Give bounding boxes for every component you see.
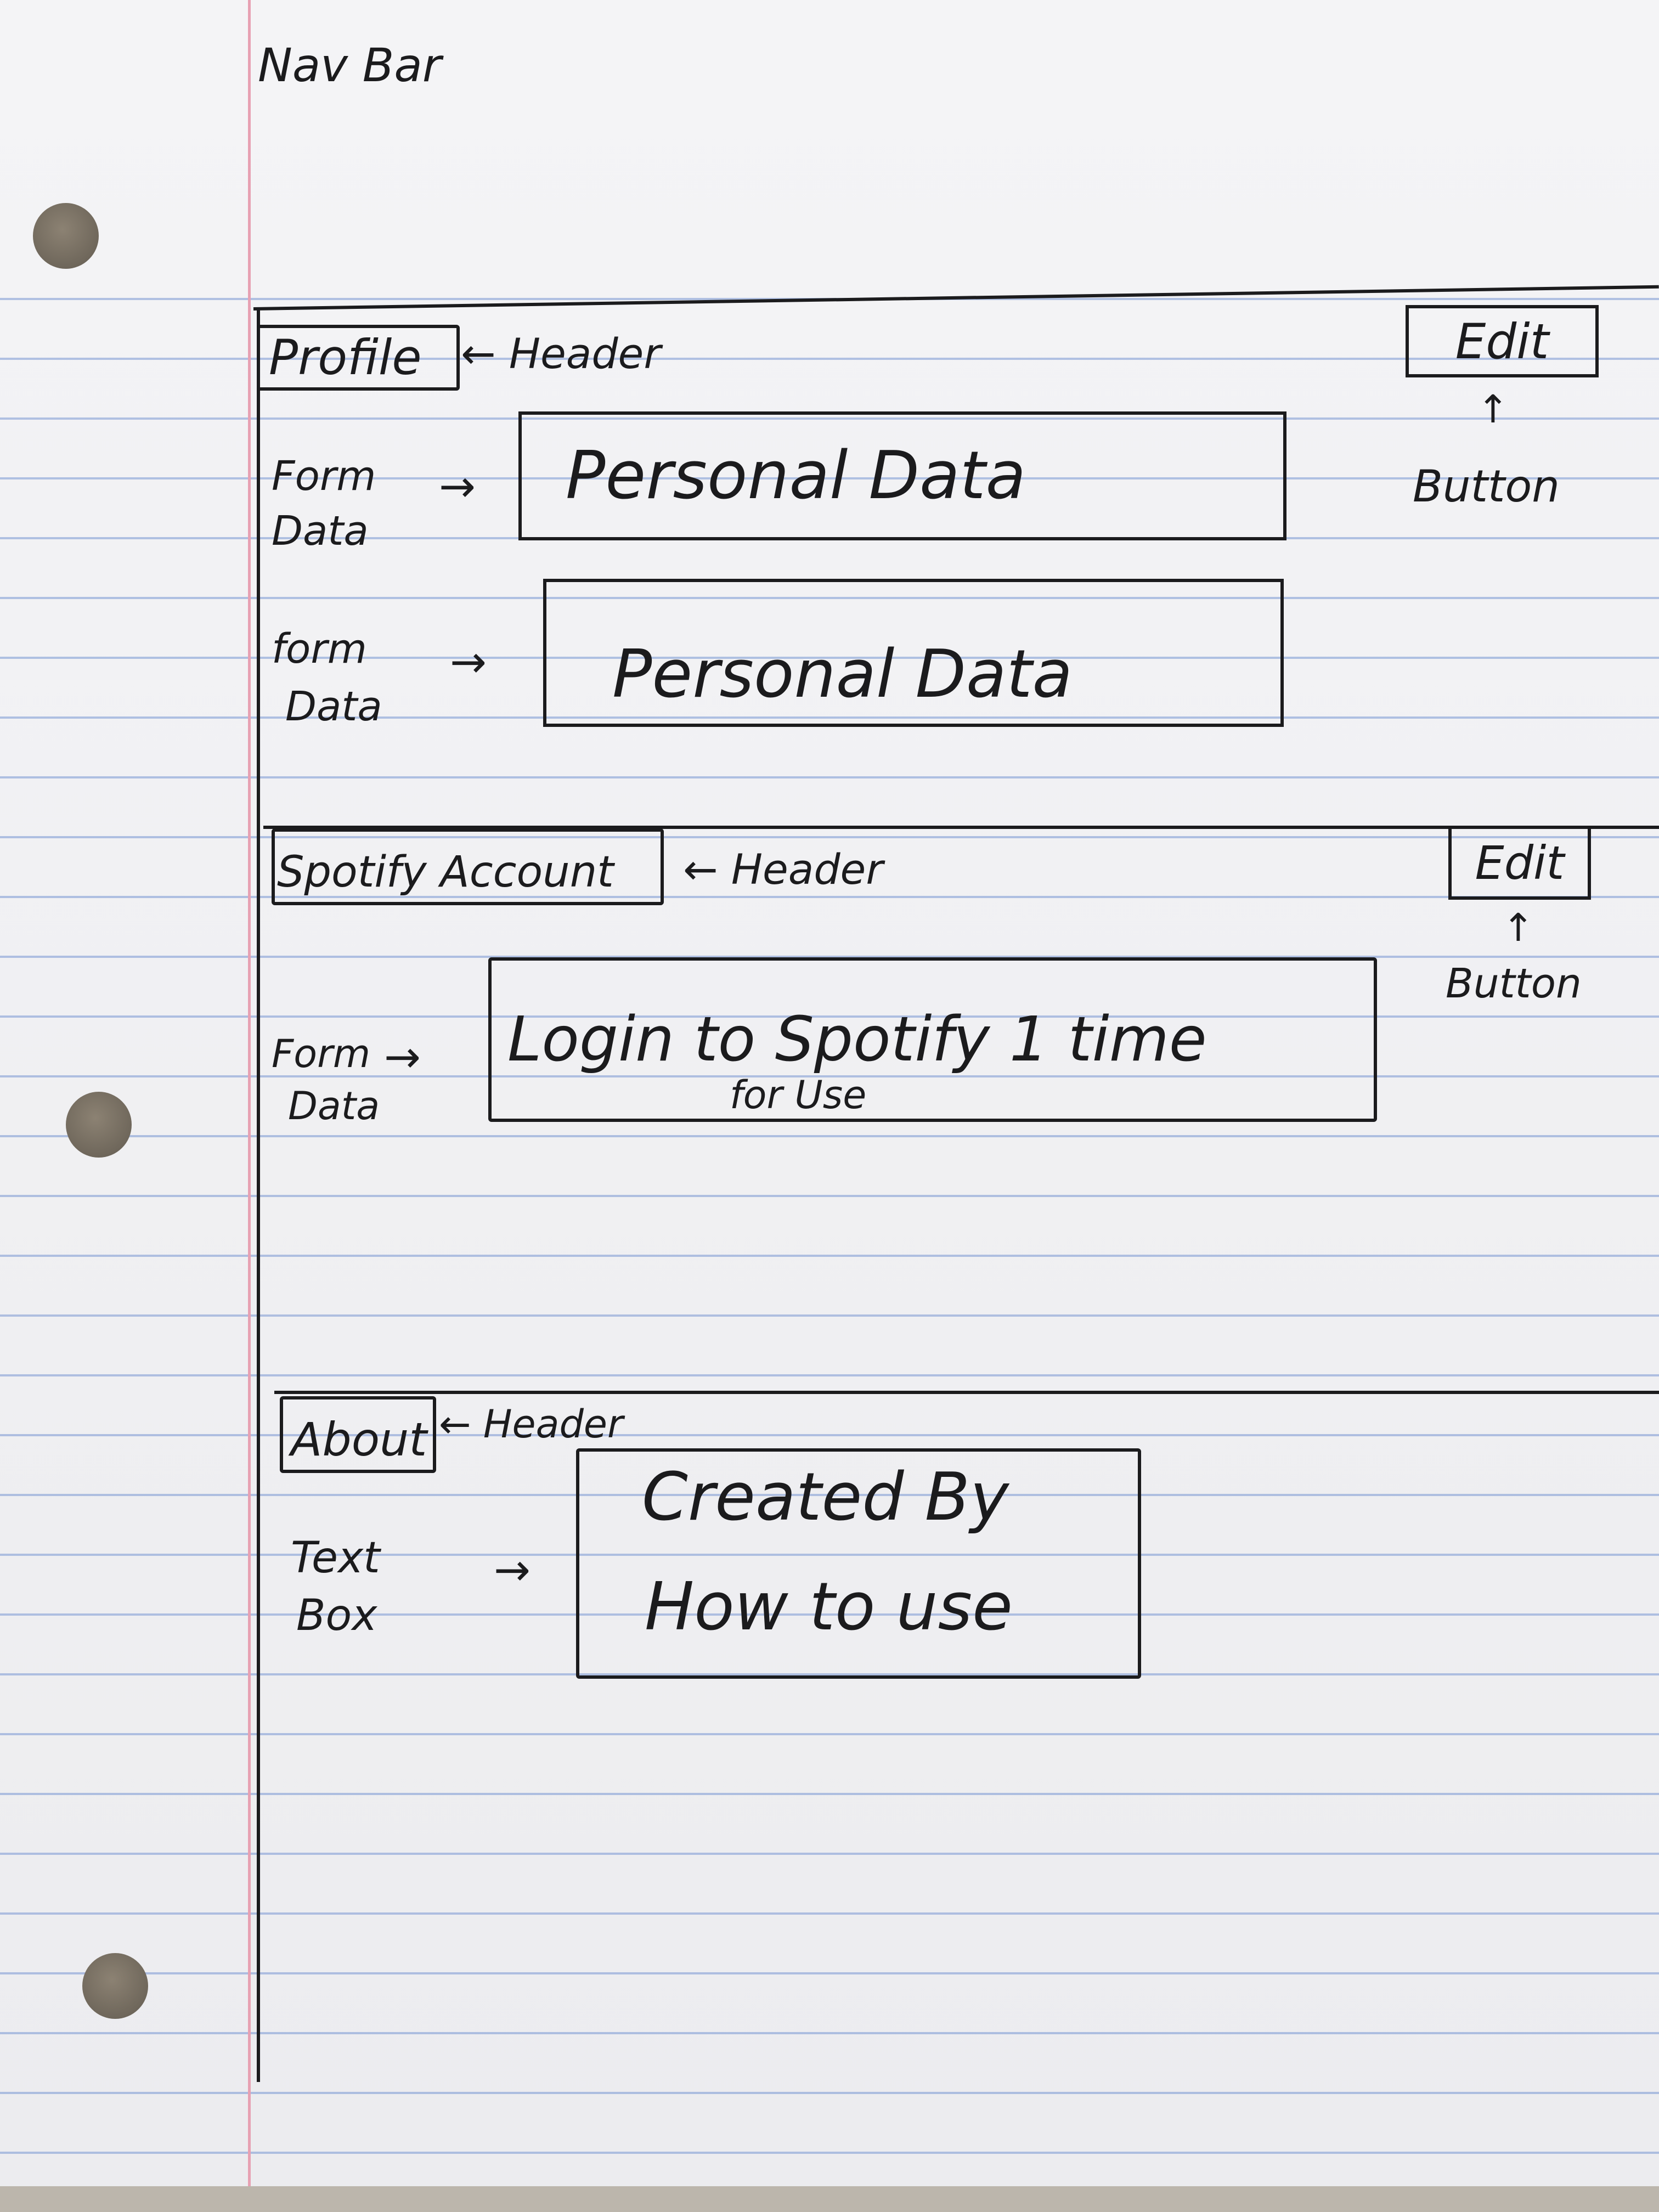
spotify-header-box	[272, 828, 664, 905]
profile-field-1-arrow-icon: →	[439, 461, 476, 512]
about-how-to-use: How to use	[645, 1569, 1013, 1645]
spotify-section-divider	[263, 826, 1659, 829]
spotify-edit-button[interactable]: Edit	[1448, 826, 1591, 900]
profile-field-1-label-line1: Form	[272, 453, 376, 500]
spotify-login-text: Login to Spotify 1 time	[507, 1004, 1207, 1075]
profile-button-note: Button	[1413, 461, 1560, 512]
about-created-by: Created By	[642, 1459, 1009, 1536]
profile-edit-button[interactable]: Edit	[1406, 305, 1599, 377]
content-left-border	[257, 310, 260, 2082]
about-section-divider	[274, 1391, 1659, 1394]
profile-header: Profile	[269, 329, 422, 386]
spotify-field-label-line1: Form	[272, 1031, 371, 1076]
profile-field-1-input[interactable]: Personal Data	[518, 411, 1286, 540]
binder-hole-top	[33, 203, 99, 269]
spotify-field-label-line2: Data	[288, 1084, 380, 1128]
profile-field-2-arrow-icon: →	[450, 636, 487, 687]
spotify-button-note: Button	[1446, 960, 1582, 1007]
about-header-note: ← Header	[439, 1402, 623, 1447]
profile-header-box	[257, 325, 460, 391]
binder-hole-middle	[66, 1092, 132, 1158]
binder-hole-bottom	[82, 1953, 148, 2019]
spotify-edit-arrow-icon: ↑	[1502, 905, 1534, 950]
about-header-box	[280, 1396, 436, 1473]
navbar-label: Nav Bar	[258, 38, 442, 92]
about-textbox-arrow-icon: →	[494, 1544, 531, 1595]
margin-line	[248, 0, 251, 2186]
spotify-header: Spotify Account	[277, 848, 614, 897]
about-textbox-label-line1: Text	[291, 1533, 380, 1583]
profile-field-2-input[interactable]: Personal Data	[543, 579, 1284, 727]
spotify-header-note: ← Header	[683, 845, 883, 894]
profile-field-2-label-line2: Data	[285, 683, 382, 730]
spotify-login-field[interactable]	[488, 957, 1377, 1122]
about-textbox-label-line2: Box	[296, 1591, 377, 1640]
profile-field-1-label-line2: Data	[272, 507, 369, 555]
spotify-login-subtext: for Use	[730, 1073, 867, 1118]
spotify-field-arrow-icon: →	[384, 1031, 421, 1082]
profile-header-note: ← Header	[461, 329, 661, 378]
about-textbox	[576, 1448, 1141, 1679]
profile-field-2-label-line1: form	[272, 625, 367, 673]
profile-edit-arrow-icon: ↑	[1477, 387, 1509, 432]
about-header: About	[291, 1413, 427, 1466]
